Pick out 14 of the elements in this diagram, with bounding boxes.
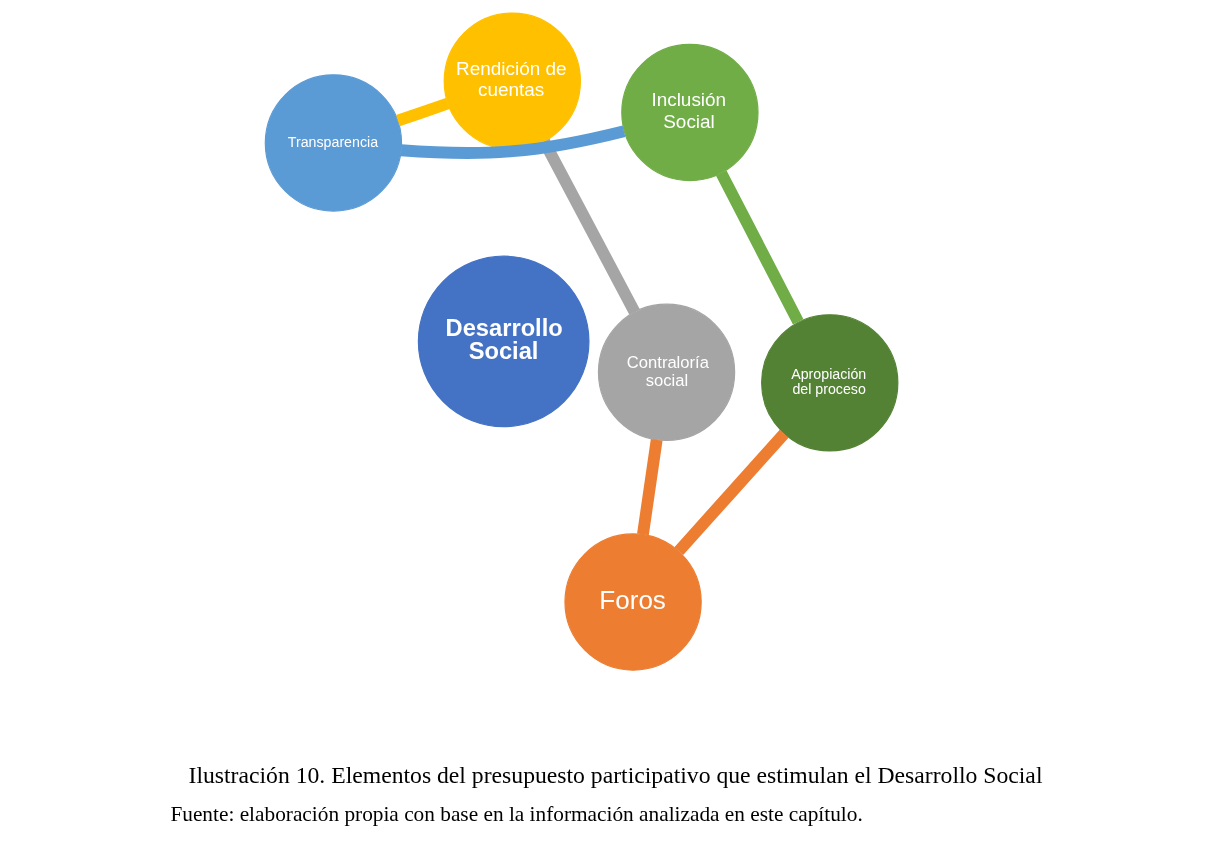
node-circle: Desarrollo Social bbox=[417, 255, 590, 428]
node-circle: Transparencia bbox=[264, 74, 402, 212]
node-circle: Foros bbox=[563, 533, 702, 671]
connector bbox=[715, 170, 803, 325]
connector bbox=[636, 439, 663, 536]
caption: Fuente: elaboración propia con base en la información analizada en este capítulo. bbox=[169, 801, 863, 826]
node-circle: Apropiación del proceso bbox=[760, 314, 898, 452]
diagram-title: Ilustración 10. Elementos del presupuesto participativo que estimulan el Desarrollo Social bbox=[188, 762, 1042, 789]
connector bbox=[673, 429, 789, 556]
node-circle: Inclusión Social bbox=[620, 43, 759, 182]
node-circle: Contraloría social bbox=[597, 303, 735, 441]
node-circle: Rendición de cuentas bbox=[443, 12, 581, 150]
connector bbox=[400, 125, 625, 159]
connector bbox=[395, 97, 450, 127]
